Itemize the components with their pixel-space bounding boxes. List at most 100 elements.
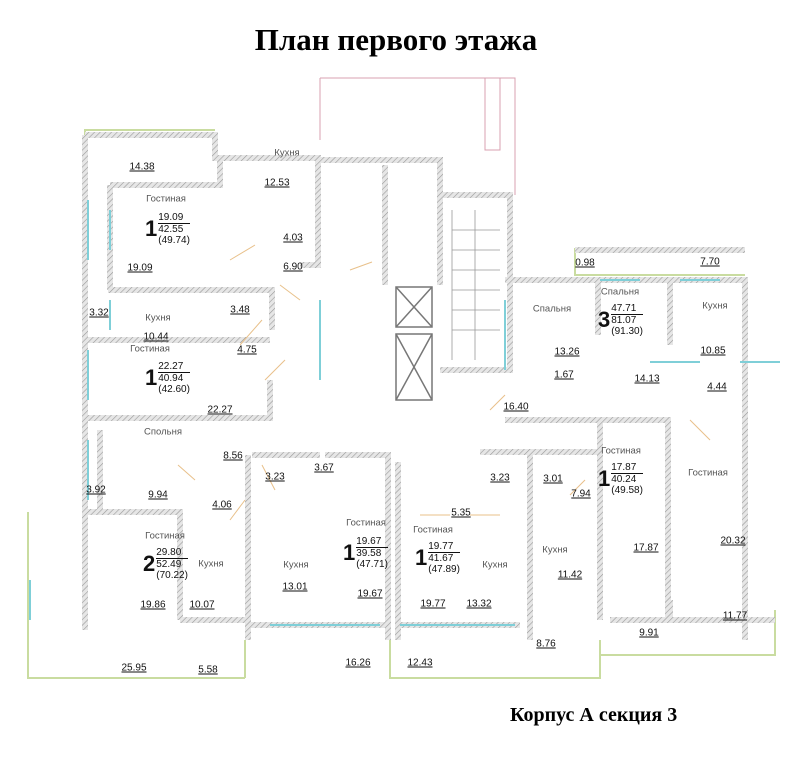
walls bbox=[82, 132, 775, 640]
room-area: 14.38 bbox=[129, 161, 155, 173]
room-name: Гостиная bbox=[601, 445, 641, 457]
windows bbox=[29, 200, 780, 626]
room-name: Кухня bbox=[145, 312, 171, 324]
total-area: 42.55 bbox=[158, 224, 184, 235]
room-count: 1 bbox=[343, 540, 356, 565]
room-area: 5.35 bbox=[451, 507, 471, 519]
total-area-with-balcony: (91.30) bbox=[611, 326, 643, 337]
balconies bbox=[27, 129, 776, 679]
room-name: Гостиная bbox=[145, 530, 185, 542]
room-area: 16.26 bbox=[345, 657, 371, 669]
room-count: 1 bbox=[598, 466, 611, 491]
room-name: Кухня bbox=[482, 559, 508, 571]
building-section-label: Корпус А секция 3 bbox=[510, 704, 678, 726]
total-area-with-balcony: (47.71) bbox=[356, 559, 388, 570]
living-area: 17.87 bbox=[611, 462, 643, 474]
total-area: 52.49 bbox=[156, 559, 182, 570]
room-name: Кухня bbox=[274, 147, 300, 159]
total-area-with-balcony: (42.60) bbox=[158, 384, 190, 395]
room-name: Спольня bbox=[144, 426, 182, 438]
room-area: 16.40 bbox=[503, 401, 529, 413]
room-area: 4.06 bbox=[212, 499, 232, 511]
room-area: 19.77 bbox=[420, 598, 446, 610]
room-area: 19.67 bbox=[357, 588, 383, 600]
room-area: 20.32 bbox=[720, 535, 746, 547]
total-area-with-balcony: (49.58) bbox=[611, 485, 643, 496]
total-area-with-balcony: (70.22) bbox=[156, 570, 188, 581]
living-area: 29.80 bbox=[156, 547, 188, 559]
room-area: 12.53 bbox=[264, 177, 290, 189]
living-area: 47.71 bbox=[611, 303, 643, 315]
room-area: 4.03 bbox=[283, 232, 303, 244]
room-area: 13.26 bbox=[554, 346, 580, 358]
living-area: 19.09 bbox=[158, 212, 190, 224]
room-area: 5.58 bbox=[198, 664, 218, 676]
room-area: 4.75 bbox=[237, 344, 257, 356]
total-area: 39.58 bbox=[356, 548, 382, 559]
room-area: 3.23 bbox=[490, 472, 510, 484]
room-area: 19.09 bbox=[127, 262, 153, 274]
door-swings bbox=[177, 244, 711, 521]
room-area: 6.90 bbox=[283, 261, 303, 273]
room-area: 10.85 bbox=[700, 345, 726, 357]
room-name: Гостиная bbox=[130, 343, 170, 355]
room-area: 17.87 bbox=[633, 542, 659, 554]
room-area: 3.67 bbox=[314, 462, 334, 474]
entrance-canopy bbox=[319, 77, 516, 195]
room-count: 3 bbox=[598, 307, 611, 332]
room-name: Спальня bbox=[532, 303, 572, 315]
total-area: 81.07 bbox=[611, 315, 637, 326]
room-area: 4.44 bbox=[707, 381, 727, 393]
room-area: 1.67 bbox=[554, 369, 574, 381]
elevator-shafts bbox=[395, 286, 433, 401]
room-area: 12.43 bbox=[407, 657, 433, 669]
living-area: 22.27 bbox=[158, 361, 190, 373]
room-name: Кухня bbox=[702, 300, 728, 312]
room-count: 1 bbox=[145, 365, 158, 390]
room-area: 3.32 bbox=[89, 307, 109, 319]
total-area-with-balcony: (49.74) bbox=[158, 235, 190, 246]
room-area: 11.42 bbox=[557, 569, 583, 581]
total-area: 40.24 bbox=[611, 474, 637, 485]
room-name: Гостиная bbox=[688, 467, 728, 479]
room-area: 7.94 bbox=[571, 488, 591, 500]
total-area: 40.94 bbox=[158, 373, 184, 384]
room-count: 1 bbox=[415, 545, 428, 570]
room-area: 3.48 bbox=[230, 304, 250, 316]
room-area: 19.86 bbox=[140, 599, 166, 611]
room-area: 13.01 bbox=[282, 581, 308, 593]
room-area: 3.01 bbox=[543, 473, 563, 485]
room-name: Кухня bbox=[283, 559, 309, 571]
room-name: Гостиная bbox=[346, 517, 386, 529]
room-area: 8.56 bbox=[223, 450, 243, 462]
room-area: 9.91 bbox=[639, 627, 659, 639]
staircase bbox=[451, 210, 500, 360]
room-area: 9.94 bbox=[148, 489, 168, 501]
room-name: Спальня bbox=[600, 286, 640, 298]
room-area: 10.44 bbox=[143, 331, 169, 343]
room-count: 2 bbox=[143, 551, 156, 576]
room-area: 3.23 bbox=[265, 471, 285, 483]
room-area: 7.70 bbox=[700, 256, 720, 268]
room-area: 3.92 bbox=[86, 484, 106, 496]
room-name: Кухня bbox=[542, 544, 568, 556]
total-area-with-balcony: (47.89) bbox=[428, 564, 460, 575]
room-area: 25.95 bbox=[121, 662, 147, 674]
room-area: 13.32 bbox=[466, 598, 492, 610]
room-area: 14.13 bbox=[634, 373, 660, 385]
